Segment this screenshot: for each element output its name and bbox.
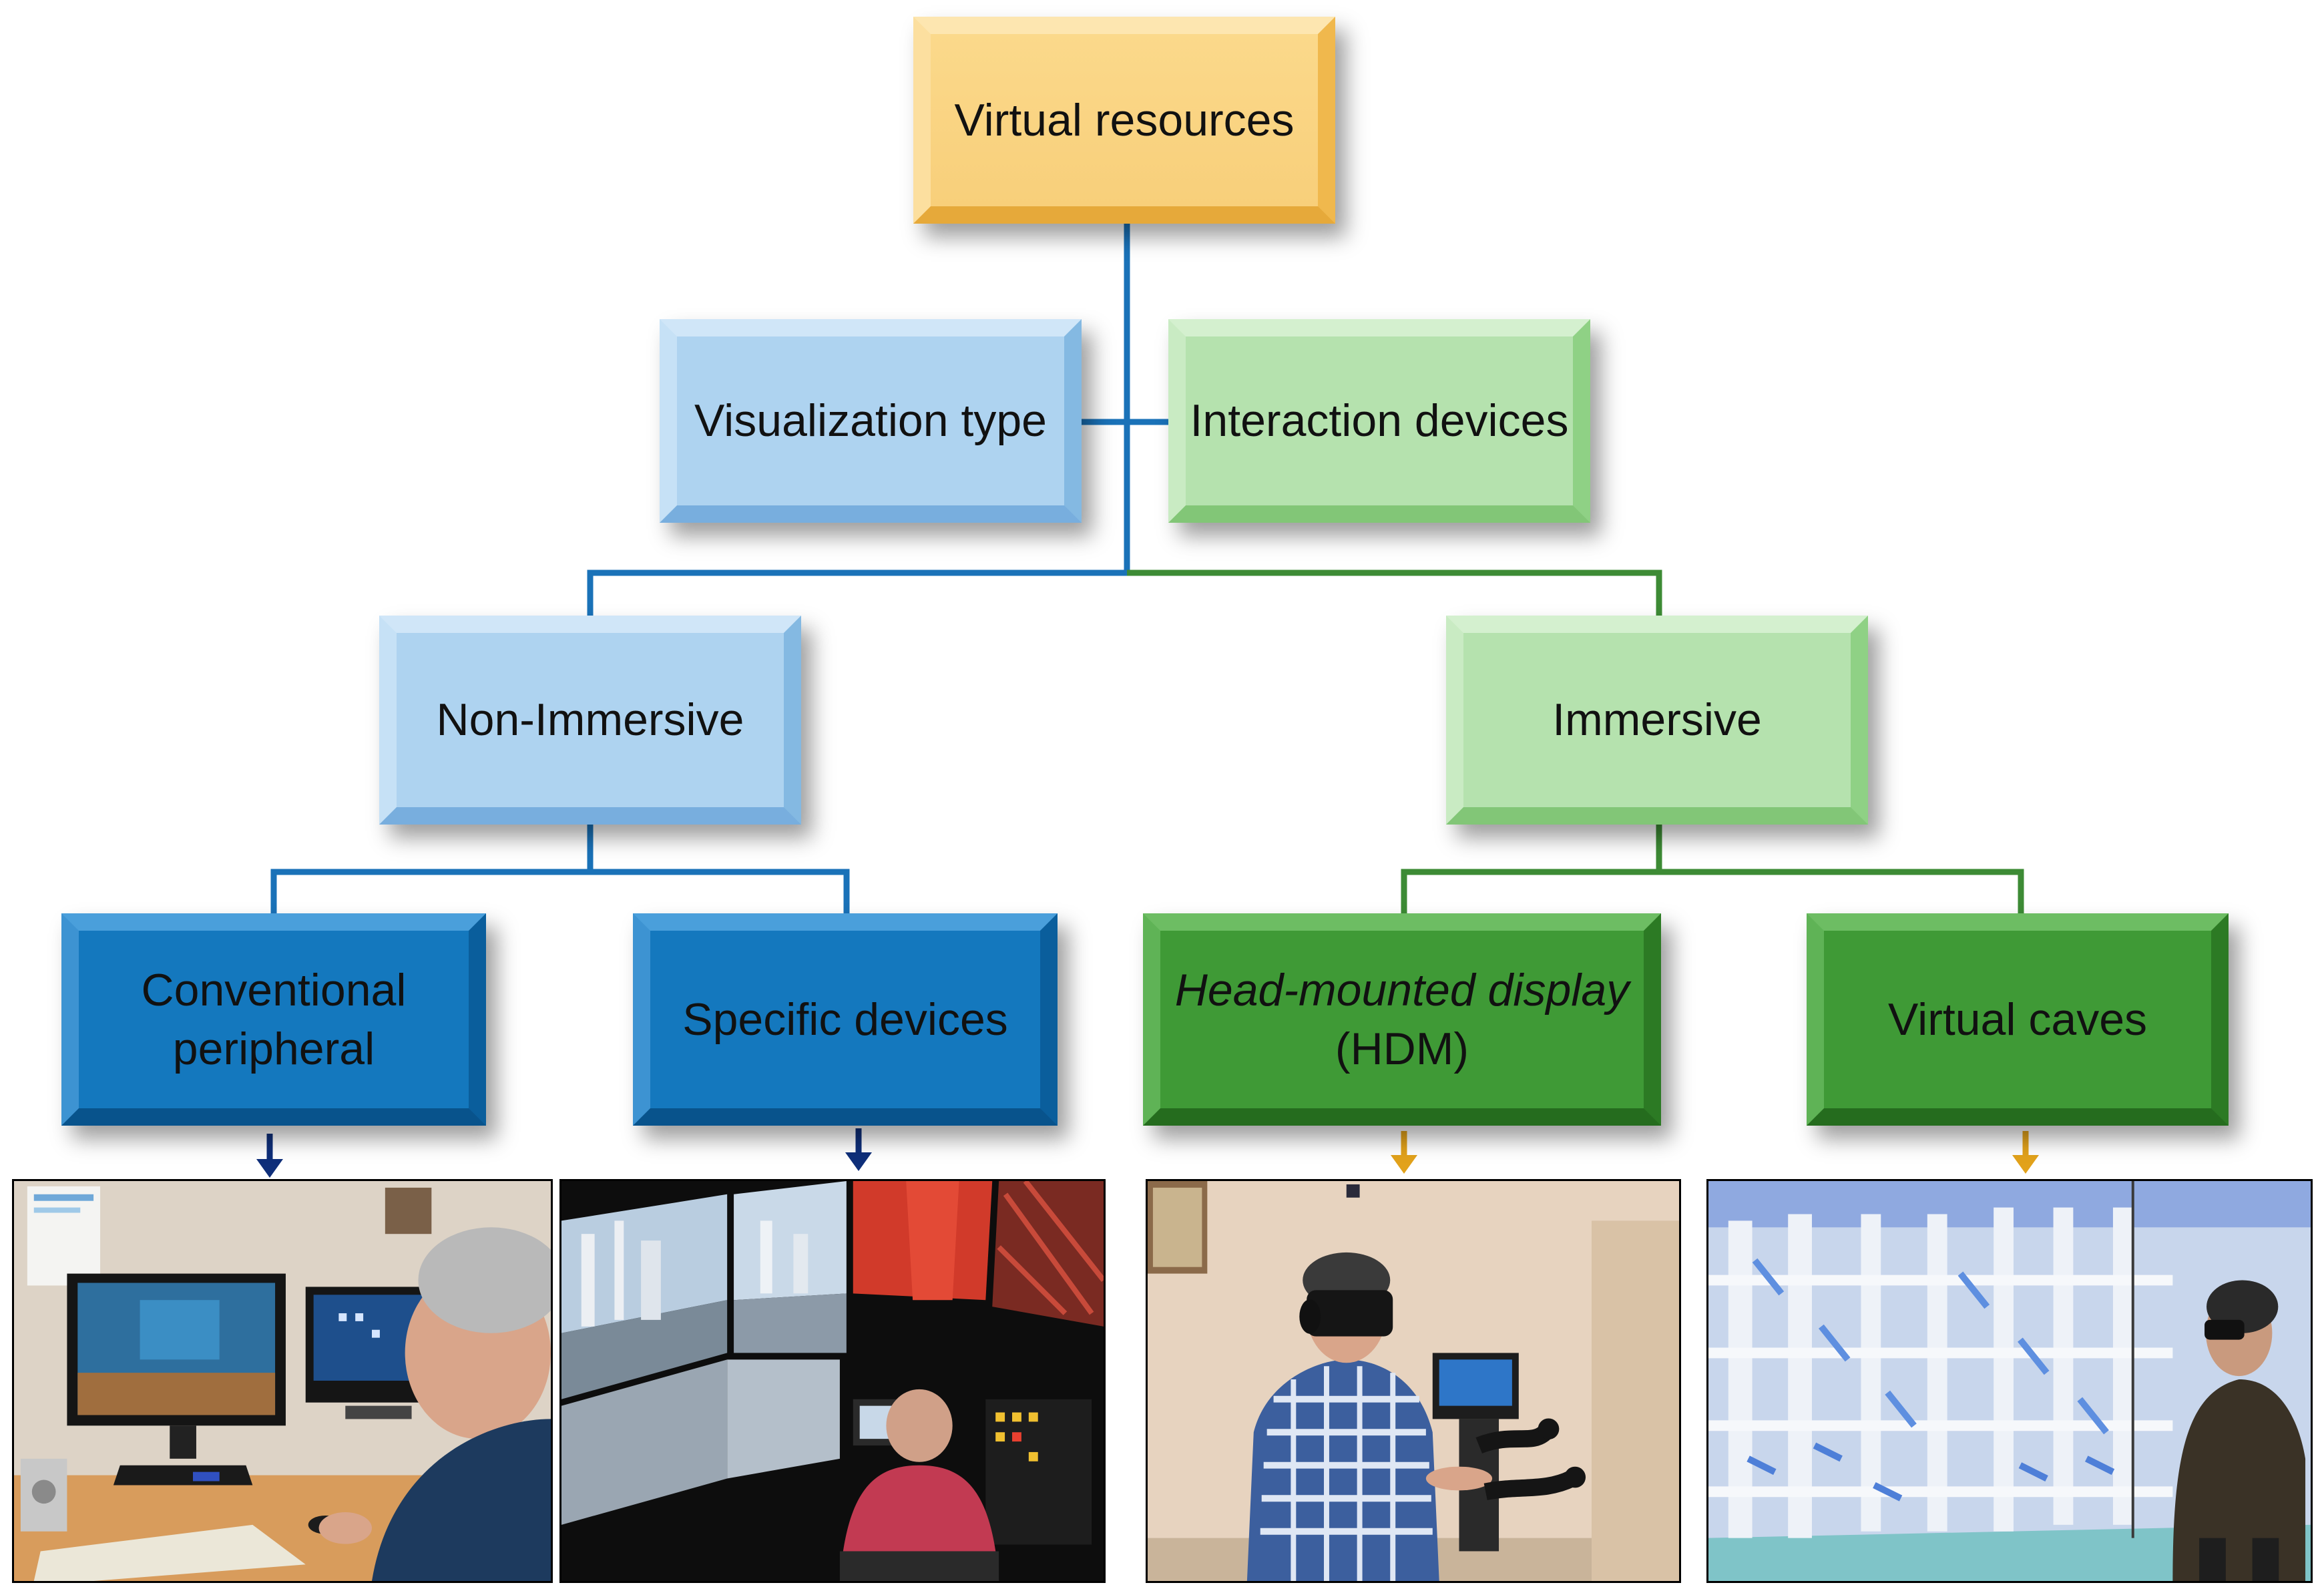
node-virtual-resources: Virtual resources (913, 17, 1335, 224)
connector-immersive-children (1401, 825, 2024, 913)
node-conventional-peripheral: Conventional peripheral (61, 913, 486, 1126)
connector-to-immersive (1127, 570, 1662, 616)
arrowhead-specific-devices (845, 1152, 872, 1171)
node-virtual-caves: Virtual caves (1807, 913, 2229, 1126)
node-interaction-devices: Interaction devices (1168, 319, 1590, 523)
virtual-cave-photo (1706, 1179, 2313, 1583)
connector-to-non-immersive (587, 570, 1127, 616)
node-head-mounted-display-line2: (HDM) (1335, 1023, 1469, 1074)
node-head-mounted-display: Head-mounted display (HDM) (1143, 913, 1661, 1126)
node-non-immersive-label: Non-Immersive (436, 694, 744, 746)
node-conventional-peripheral-line1: Conventional (141, 964, 407, 1015)
node-immersive: Immersive (1446, 616, 1868, 825)
node-head-mounted-display-line1: Head-mounted display (1174, 964, 1630, 1015)
arrowhead-head-mounted-display (1391, 1155, 1417, 1174)
connector-non-immersive-children (270, 825, 850, 913)
node-virtual-resources-label: Virtual resources (954, 94, 1295, 146)
node-interaction-devices-label: Interaction devices (1190, 395, 1569, 447)
node-virtual-caves-label: Virtual caves (1887, 993, 2148, 1045)
arrowhead-conventional-peripheral (256, 1159, 283, 1178)
simulator-cabin-photo (559, 1179, 1106, 1583)
desktop-computer-photo (12, 1179, 553, 1583)
node-immersive-label: Immersive (1552, 694, 1762, 746)
node-specific-devices-label: Specific devices (682, 993, 1008, 1045)
node-specific-devices: Specific devices (633, 913, 1058, 1126)
node-visualization-type: Visualization type (660, 319, 1082, 523)
node-conventional-peripheral-line2: peripheral (172, 1023, 375, 1074)
vr-headset-user-photo (1146, 1179, 1681, 1583)
arrowhead-virtual-caves (2012, 1155, 2039, 1174)
node-visualization-type-label: Visualization type (694, 395, 1047, 447)
node-non-immersive: Non-Immersive (379, 616, 801, 825)
